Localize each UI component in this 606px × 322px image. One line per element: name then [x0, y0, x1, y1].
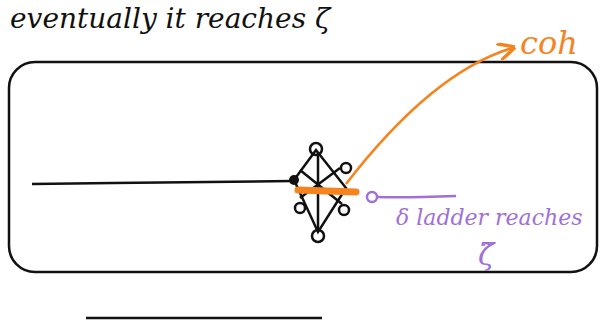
purple-leader	[377, 196, 456, 197]
corner-loop	[312, 230, 324, 242]
corner-loop	[341, 163, 351, 173]
note-text: eventually it reaches ζ	[10, 4, 330, 35]
orange-leader	[346, 48, 512, 184]
purple-endpoint	[367, 192, 377, 202]
callout-label: δ ladder reaches	[396, 206, 583, 230]
axis-line	[32, 181, 292, 184]
callout-symbol: ζ̃	[478, 238, 494, 271]
bottom-line	[86, 317, 322, 320]
highlight-segment	[298, 190, 356, 192]
corner-loop	[339, 205, 349, 215]
corner-loop	[295, 203, 305, 213]
band-outline	[9, 62, 597, 272]
callout-label: coh	[520, 26, 578, 61]
start-dot	[289, 175, 299, 185]
corner-loop	[310, 143, 322, 155]
